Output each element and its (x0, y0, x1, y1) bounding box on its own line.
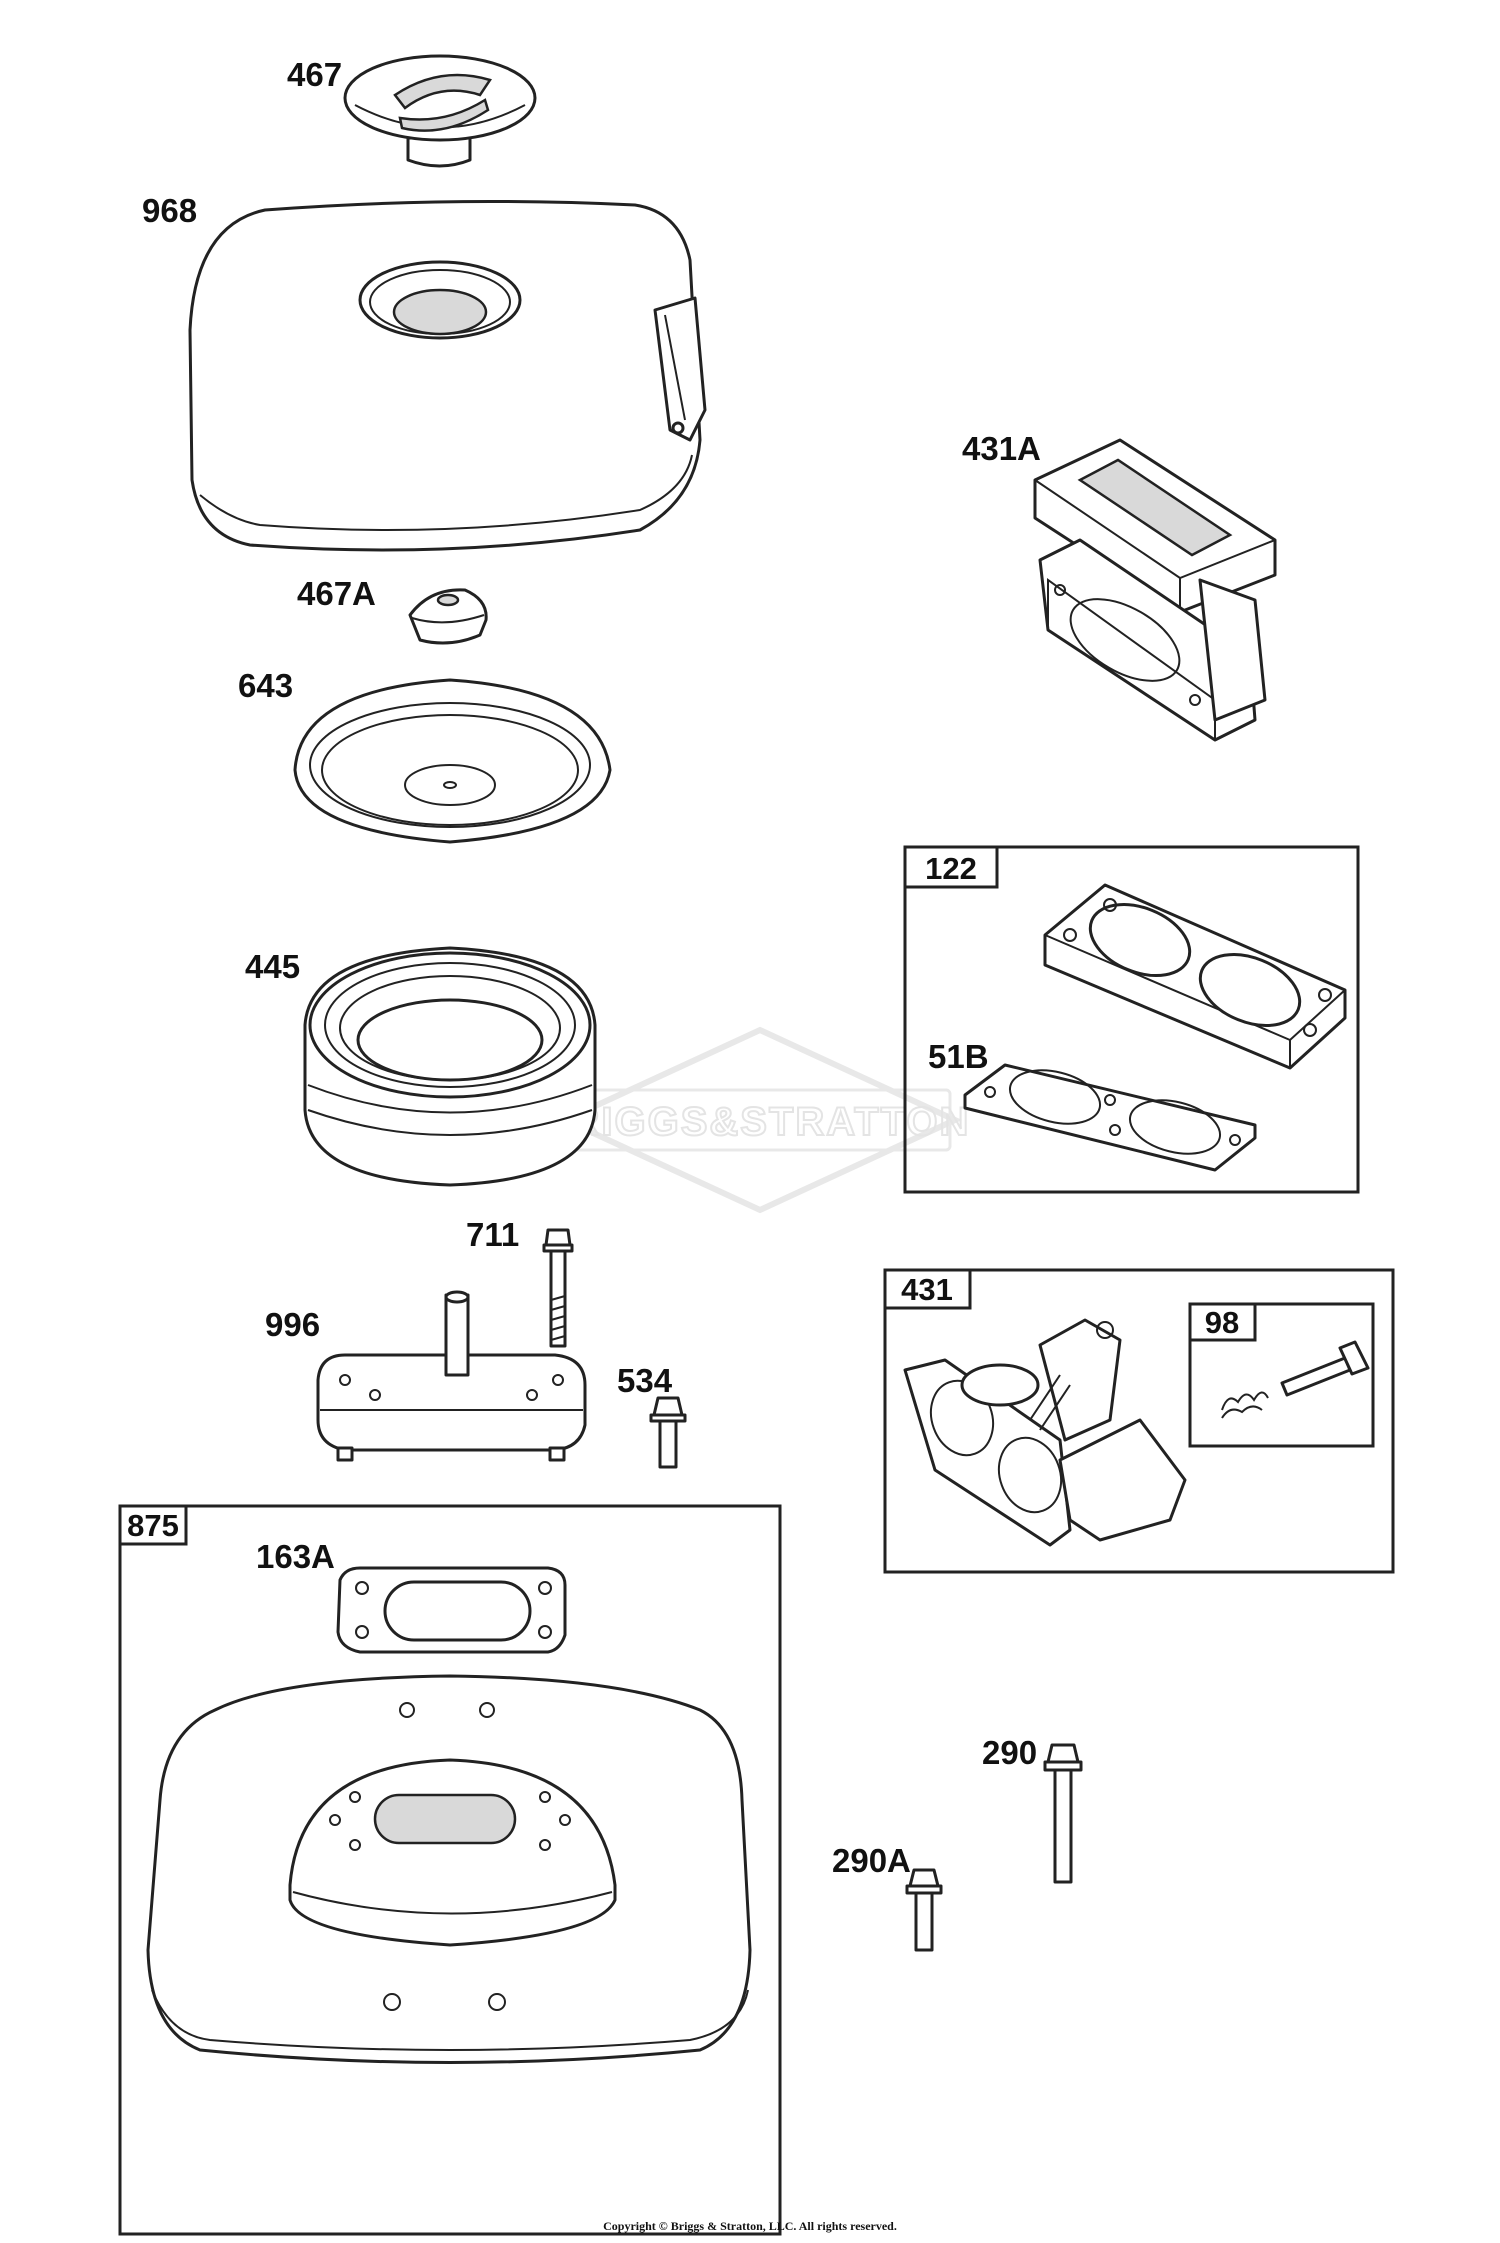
part-label-467: 467 (287, 56, 342, 93)
kit-431-label: 431 (901, 1272, 953, 1307)
kit-122-box: 122 (903, 845, 1360, 1194)
part-label-163A: 163A (256, 1538, 335, 1575)
part-467-cap (343, 54, 537, 168)
part-label-996: 996 (265, 1306, 320, 1343)
part-431A-body (1033, 438, 1277, 742)
part-290-bolt (1043, 1743, 1083, 1884)
part-996-plate (316, 1290, 587, 1462)
part-label-968: 968 (142, 192, 197, 229)
part-label-643: 643 (238, 667, 293, 704)
part-290A-bolt (905, 1868, 943, 1952)
part-label-467A: 467A (297, 575, 376, 612)
part-445-filter (303, 946, 597, 1187)
part-968-cover (188, 199, 707, 552)
part-643-bowl (293, 678, 612, 844)
part-label-431A: 431A (962, 430, 1041, 467)
part-label-445: 445 (245, 948, 300, 985)
part-467A-knob (408, 588, 488, 645)
kit-98-label: 98 (1205, 1305, 1239, 1340)
kit-431-box: 431 98 (883, 1268, 1395, 1574)
kit-122-label: 122 (925, 851, 977, 886)
part-711-bolt (542, 1228, 574, 1348)
copyright-notice: Copyright © Briggs & Stratton, LLC. All … (603, 2219, 897, 2233)
part-label-534: 534 (617, 1362, 673, 1399)
part-label-290: 290 (982, 1734, 1037, 1771)
watermark-text: BRIGGS&STRATTON (540, 1100, 971, 1144)
kit-875-label: 875 (127, 1508, 179, 1543)
kit-875-box: 875 (118, 1504, 782, 2236)
brand-watermark: BRIGGS&STRATTON (539, 1026, 971, 1214)
part-label-290A: 290A (832, 1842, 911, 1879)
part-label-711: 711 (466, 1216, 519, 1253)
part-label-51B: 51B (928, 1038, 989, 1075)
part-534-bolt (649, 1396, 687, 1469)
